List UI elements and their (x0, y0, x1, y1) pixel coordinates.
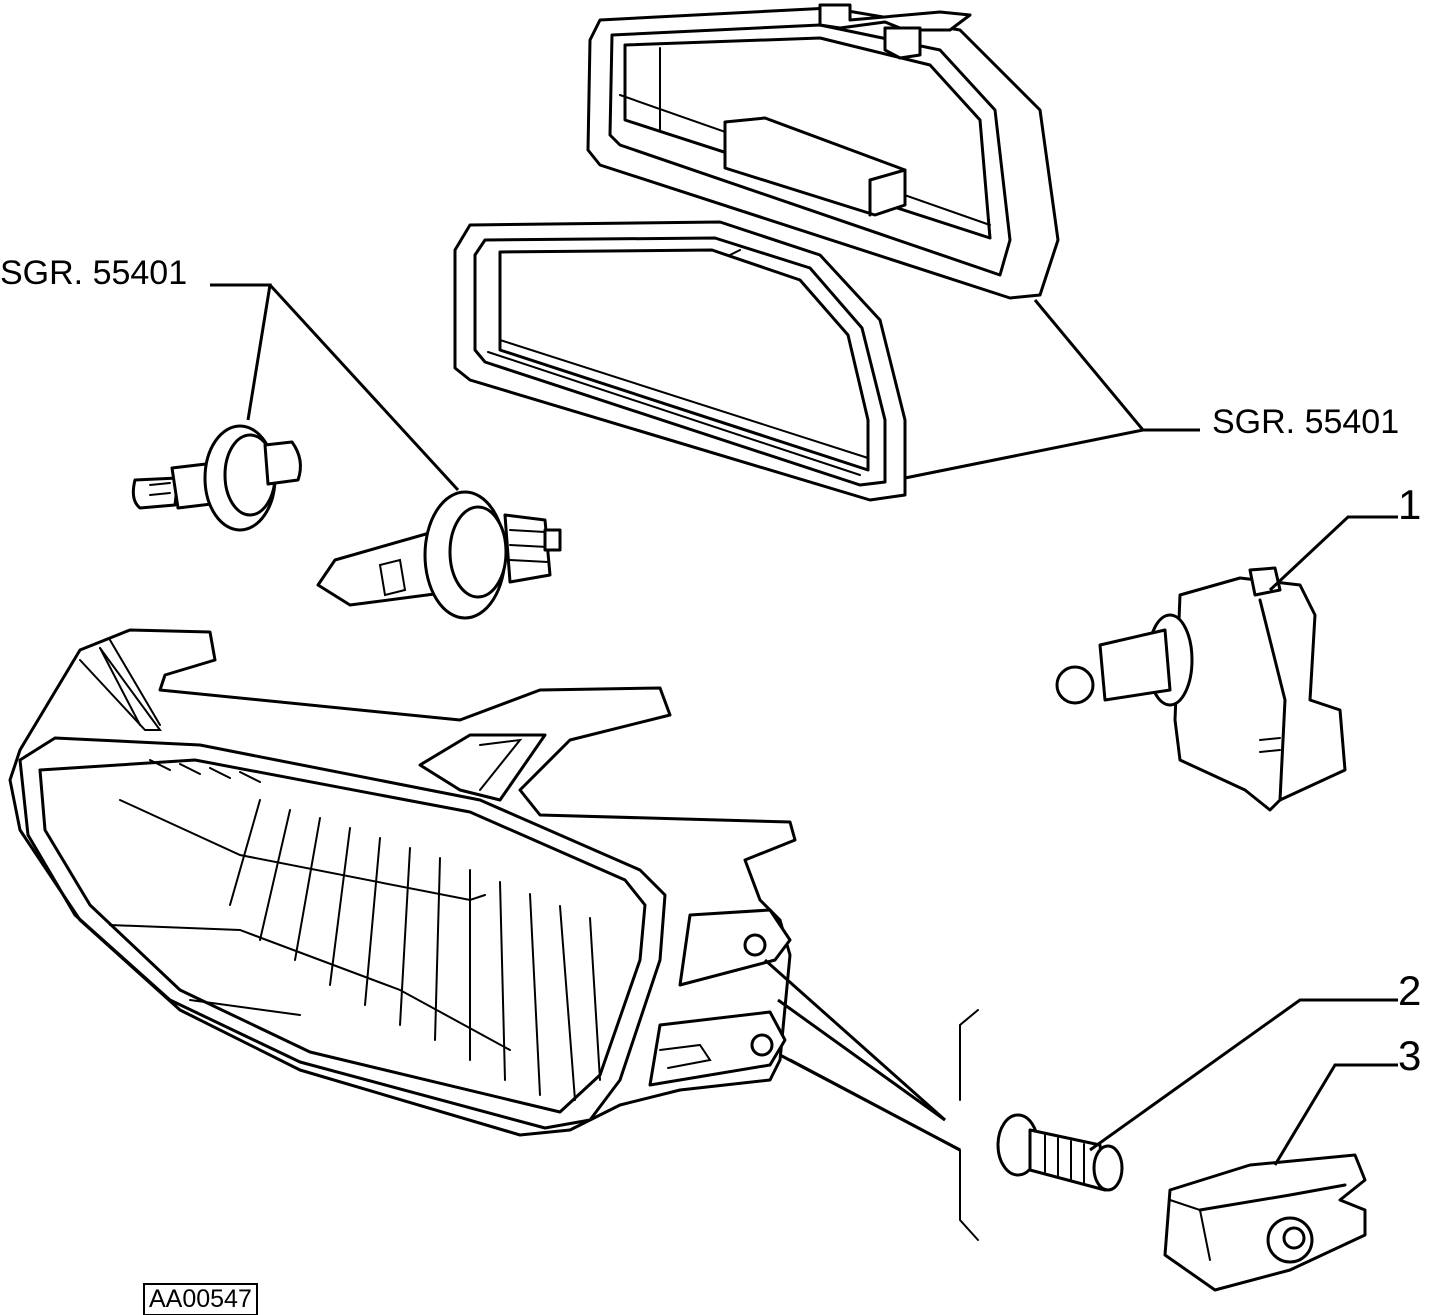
callout-label-sgr-left: SGR. 55401 (0, 254, 188, 292)
mounting-guide-lines (764, 958, 979, 1241)
drawing-code-label: AA00547 (143, 1283, 258, 1315)
callout-label-1: 1 (1398, 481, 1422, 528)
part-2-screw (996, 1113, 1124, 1192)
part-1-bulb-holder (1055, 566, 1347, 812)
part-3-clip-nut (1163, 1153, 1367, 1292)
small-bulb (131, 424, 302, 532)
rear-housing-cover (586, 3, 1060, 300)
gasket-frame (453, 220, 907, 502)
callout-leaders (210, 283, 1398, 1166)
callout-label-2: 2 (1398, 967, 1422, 1014)
callout-label-sgr-right: SGR. 55401 (1212, 403, 1400, 441)
callout-label-3: 3 (1398, 1032, 1422, 1079)
headlamp-body (8, 628, 797, 1137)
halogen-bulb (316, 490, 562, 620)
